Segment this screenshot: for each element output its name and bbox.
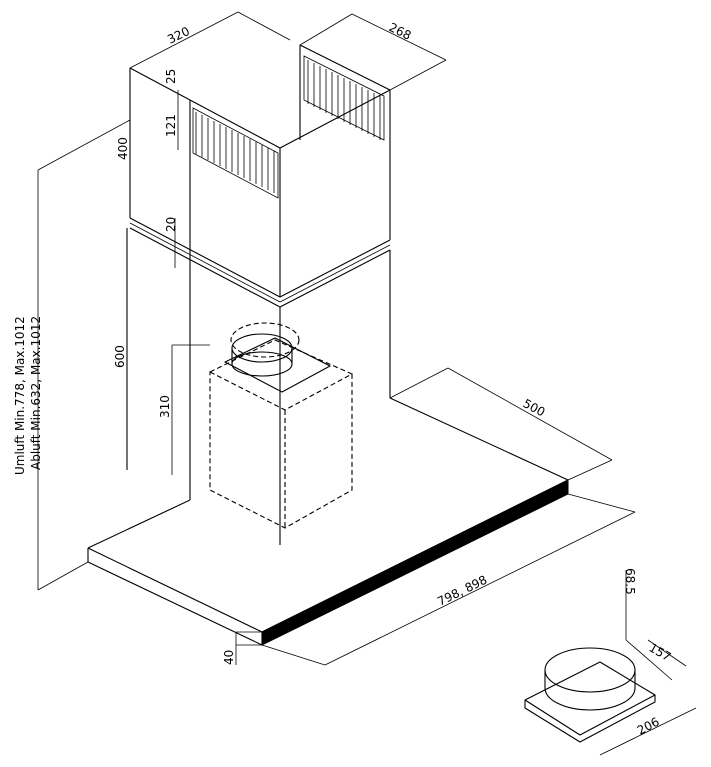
dim-flange-depth: 157 [647, 640, 674, 664]
dim-overlap: 20 [164, 217, 178, 232]
dim-lower-chimney-height: 600 [113, 345, 127, 368]
dim-chimney-width: 320 [165, 24, 192, 47]
dim-motor-height: 310 [158, 395, 172, 418]
left-vent-slots [192, 107, 279, 199]
motor-unit-hidden [209, 322, 353, 529]
dimension-lines [37, 11, 636, 666]
right-vent-slots [303, 55, 385, 141]
dim-upper-offset: 25 [164, 69, 178, 84]
dim-hood-width: 798, 898 [435, 573, 489, 609]
dim-vent-height: 121 [164, 114, 178, 137]
hood-canopy [87, 397, 569, 646]
dim-total-height-recirc: Umluft Min.778, Max.1012 [13, 316, 27, 475]
duct-flange-detail [524, 570, 697, 756]
dim-upper-chimney-height: 400 [116, 137, 130, 160]
dim-flange-height: 68.5 [623, 568, 637, 595]
dim-chimney-depth: 268 [387, 20, 414, 43]
dim-hood-thickness: 40 [222, 650, 236, 665]
dim-flange-width: 206 [635, 715, 662, 738]
lower-chimney [126, 100, 391, 545]
dim-total-height-extract: Abluft Min.632, Max.1012 [29, 316, 43, 470]
